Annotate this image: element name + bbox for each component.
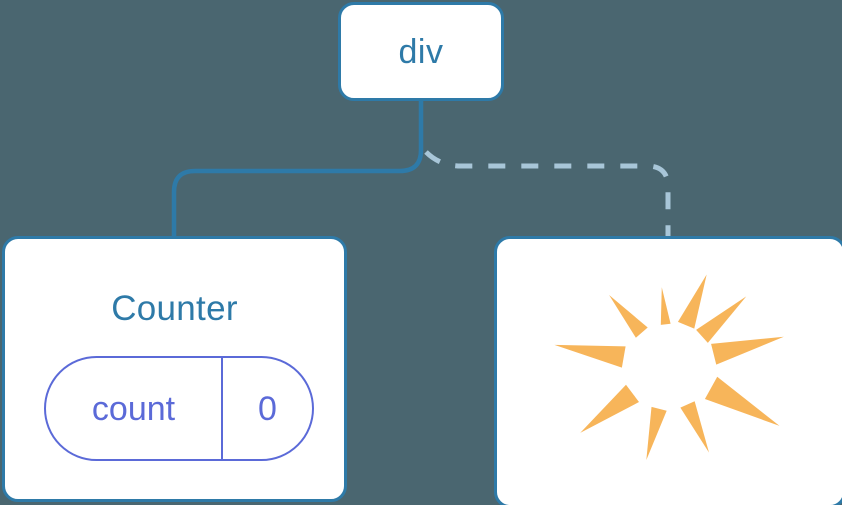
sparkle-ray-9: [696, 296, 747, 343]
sparkle-ray-4: [580, 384, 639, 433]
sparkle-ray-5: [646, 406, 667, 461]
edge-div-to-counter: [171, 100, 424, 238]
state-pill-key: count: [46, 358, 223, 459]
state-pill-count[interactable]: count 0: [44, 356, 314, 461]
sparkle-ray-0: [677, 274, 707, 329]
node-effect[interactable]: [494, 236, 842, 505]
node-counter[interactable]: Counter count 0: [2, 236, 347, 502]
node-counter-label: Counter: [111, 289, 238, 328]
sparkle-burst-icon: [554, 274, 784, 461]
sparkle-ray-2: [609, 295, 648, 338]
edge-div-to-effect: [424, 150, 671, 238]
state-pill-key-text: count: [91, 389, 176, 428]
sparkle-ray-1: [660, 287, 671, 325]
sparkle-ray-6: [680, 401, 710, 453]
sparkle-ray-8: [711, 336, 784, 365]
sparkle-ray-7: [704, 376, 780, 426]
node-div[interactable]: div: [338, 2, 504, 101]
state-pill-value: 0: [223, 358, 312, 459]
sparkle-ray-3: [554, 344, 626, 368]
node-div-label: div: [398, 32, 444, 71]
state-pill-value-text: 0: [258, 389, 277, 428]
